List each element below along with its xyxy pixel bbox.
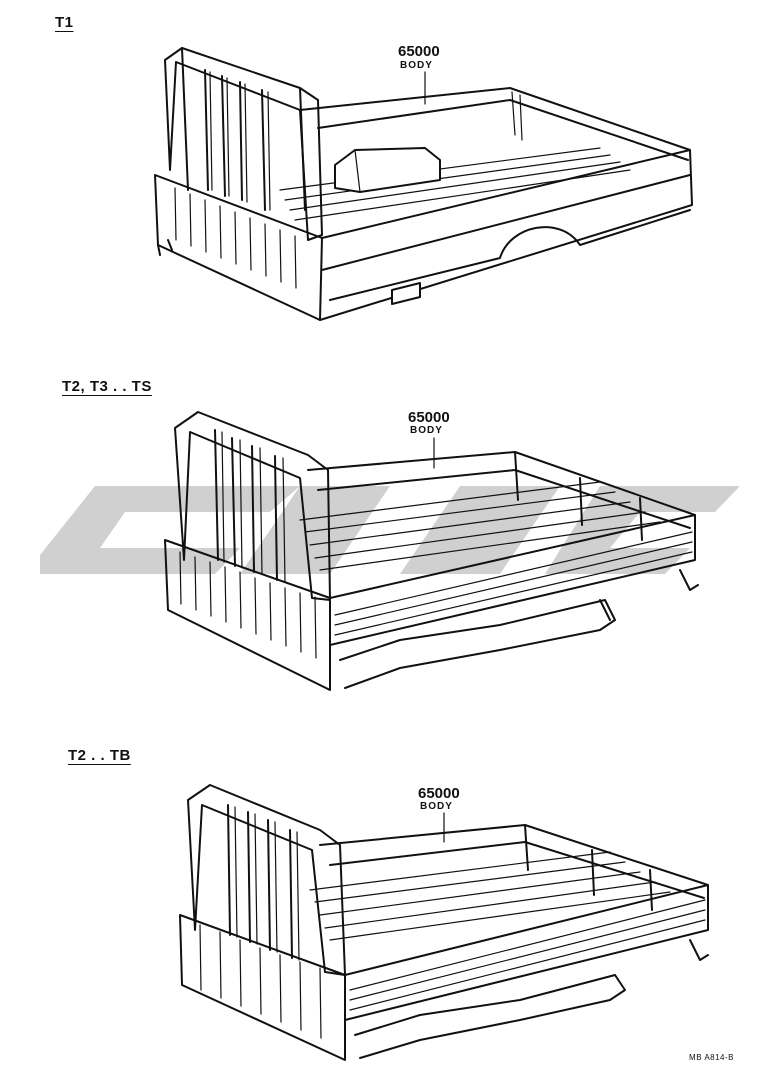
- part-number-t2-t3-ts: 65000: [408, 409, 450, 426]
- figure-label-t2-t3-ts: T2, T3 . . TS: [62, 378, 152, 395]
- part-name-t2-t3-ts: BODY: [410, 425, 443, 436]
- figure-label-t1: T1: [55, 14, 74, 31]
- part-number-t2-tb: 65000: [418, 785, 460, 802]
- part-name-t2-tb: BODY: [420, 801, 453, 812]
- part-name-t1: BODY: [400, 60, 433, 71]
- figure-label-t2-tb: T2 . . TB: [68, 747, 131, 764]
- diagram-reference-code: MB A814-B: [689, 1053, 734, 1062]
- part-number-t1: 65000: [398, 43, 440, 60]
